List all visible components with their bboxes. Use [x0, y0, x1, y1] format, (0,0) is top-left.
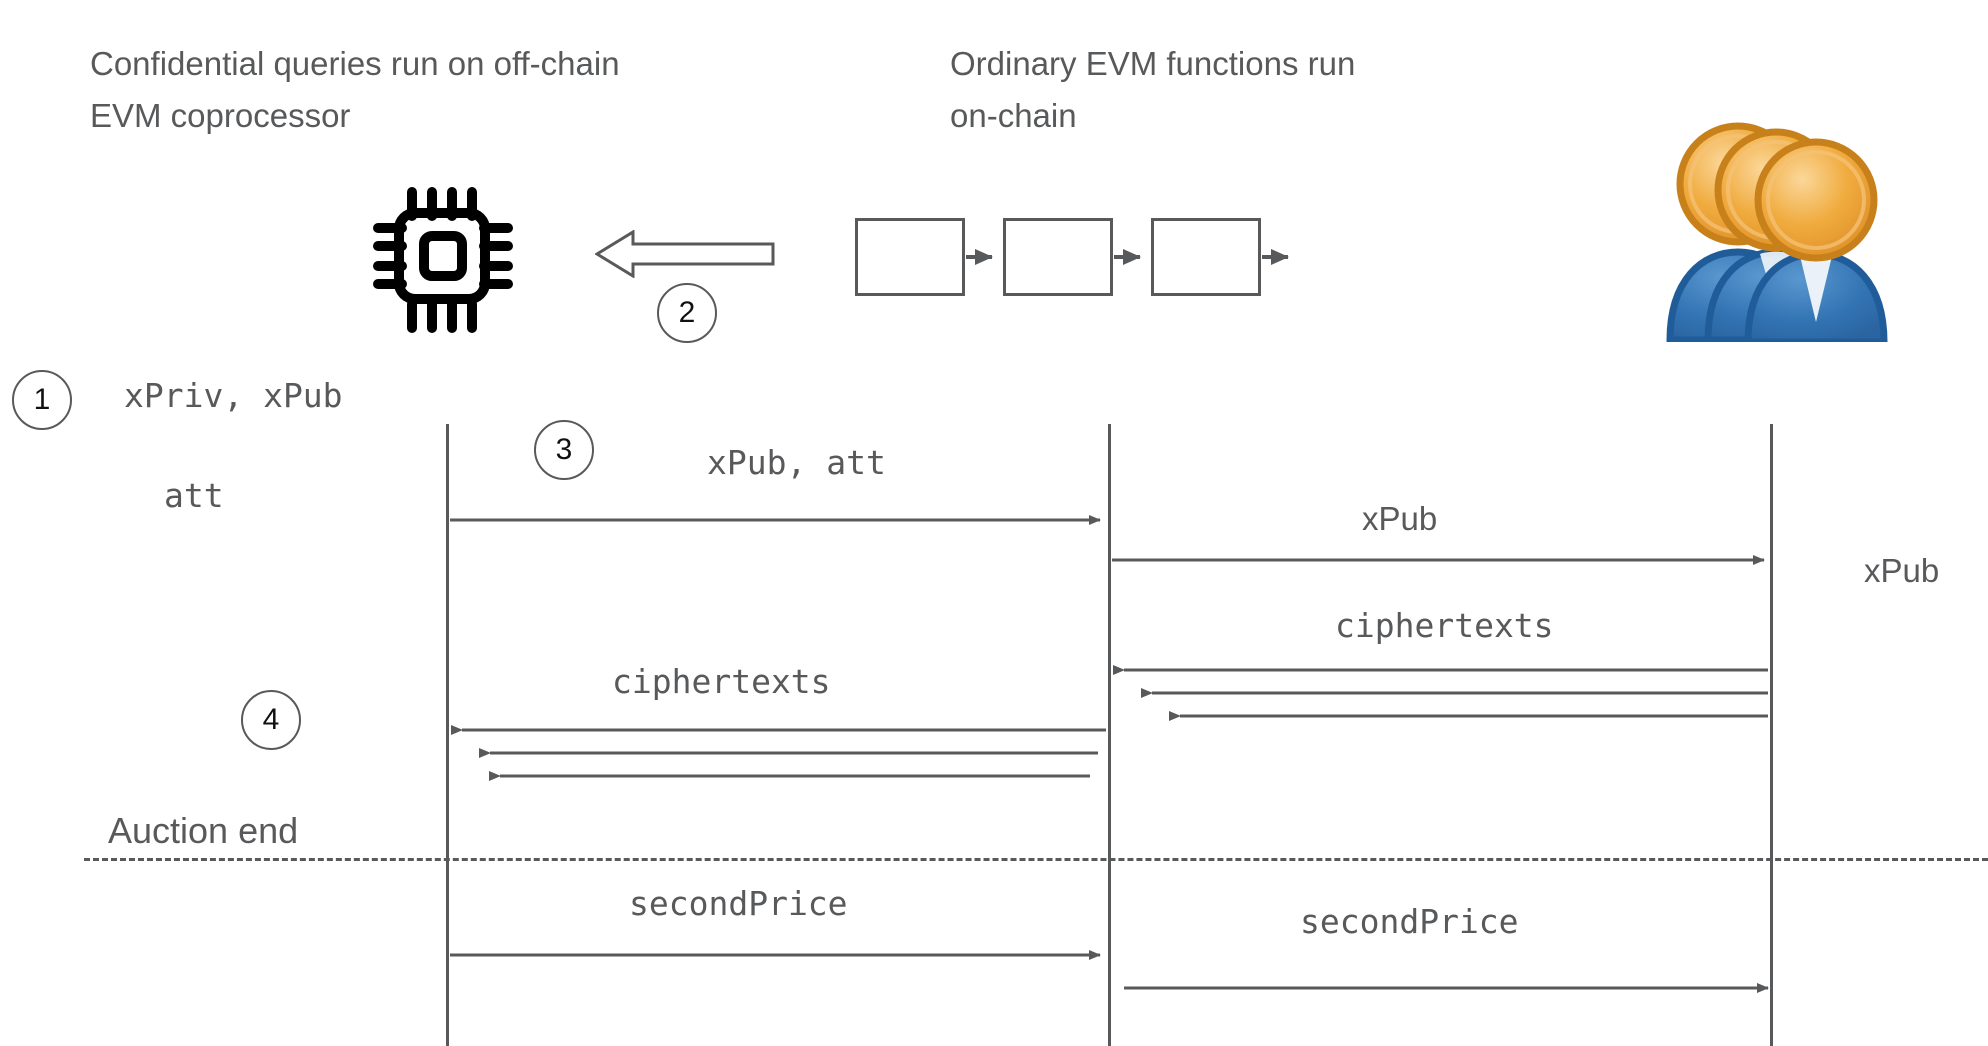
ciphertexts-right-arrows	[1113, 665, 1768, 721]
heading-right: Ordinary EVM functions run on-chain	[950, 45, 1356, 134]
users-group-icon	[1666, 122, 1888, 342]
label-second-price-left: secondPrice	[629, 884, 848, 923]
chain-lifeline	[1108, 424, 1111, 1046]
cpu-chip-icon	[373, 187, 513, 333]
label-ciphertexts-left: ciphertexts	[612, 662, 831, 701]
label-xpriv-xpub: xPriv, xPub	[124, 376, 343, 415]
step-circle-2: 2	[657, 283, 717, 343]
block-arrow-left-icon	[595, 230, 775, 278]
ciphertexts-left-arrows	[451, 725, 1106, 781]
label-xpub-att: xPub, att	[707, 443, 886, 482]
label-att: att	[164, 476, 224, 515]
heading-left: Confidential queries run on off-chain EV…	[90, 45, 620, 134]
label-xpub-right: xPub	[1864, 552, 1940, 589]
auction-end-divider	[84, 858, 1988, 861]
step-circle-1: 1	[12, 370, 72, 430]
label-xpub-mid: xPub	[1362, 500, 1438, 537]
chain-block-2	[1003, 218, 1113, 296]
label-auction-end: Auction end	[108, 810, 299, 851]
step-circle-4: 4	[241, 690, 301, 750]
label-second-price-right: secondPrice	[1300, 902, 1519, 941]
chain-block-3	[1151, 218, 1261, 296]
coprocessor-lifeline	[446, 424, 449, 1046]
step-circle-3: 3	[534, 420, 594, 480]
chain-block-1	[855, 218, 965, 296]
label-ciphertexts-right: ciphertexts	[1335, 606, 1554, 645]
users-lifeline	[1770, 424, 1773, 1046]
